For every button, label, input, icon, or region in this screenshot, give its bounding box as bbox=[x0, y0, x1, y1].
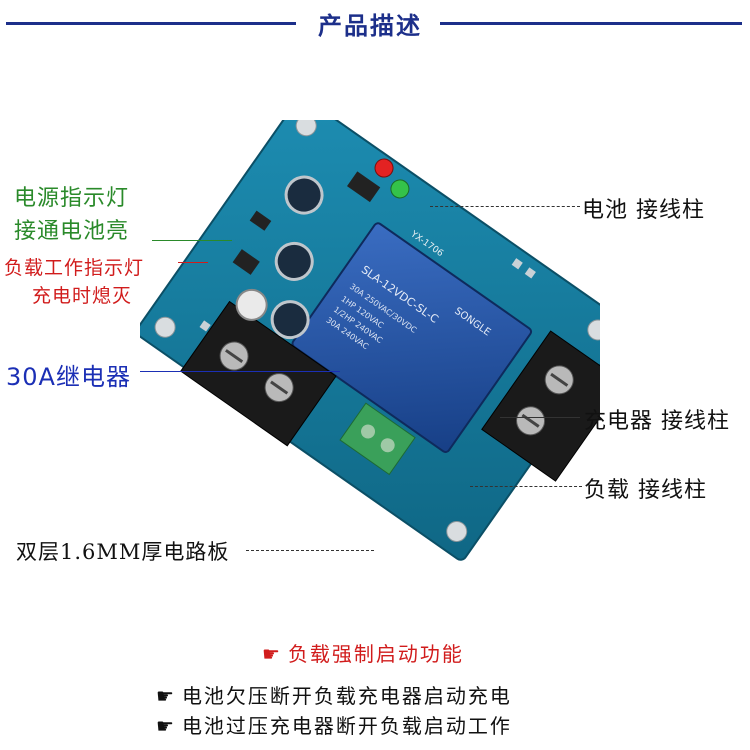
power-led bbox=[390, 179, 410, 199]
charger-terminal-label: 充电器 接线柱 bbox=[584, 409, 730, 434]
board-label: 双层1.6MM厚电路板 bbox=[16, 540, 230, 564]
power-indicator-label-2: 接通电池亮 bbox=[14, 219, 130, 244]
pcb-photo: SLA-12VDC-SL-C SONGLE 30A 250VAC/30VDC 1… bbox=[140, 120, 600, 561]
feature-item-2-text: 电池过压充电器断开负载启动工作 bbox=[181, 714, 512, 738]
feature-forced-start-text: 负载强制启动功能 bbox=[287, 642, 464, 666]
load-terminal-label: 负载 接线柱 bbox=[584, 478, 707, 503]
relay-leader bbox=[140, 371, 340, 372]
load-terminal-block bbox=[180, 300, 337, 447]
load-indicator-leader bbox=[178, 262, 208, 263]
power-indicator-leader bbox=[152, 240, 232, 241]
page-title: 产品描述 bbox=[318, 12, 422, 40]
hand-pointer-icon: ☛ bbox=[156, 714, 176, 738]
load-led bbox=[374, 158, 394, 178]
relay: SLA-12VDC-SL-C SONGLE 30A 250VAC/30VDC 1… bbox=[291, 222, 533, 453]
board-leader bbox=[246, 550, 374, 551]
header-rule-left bbox=[6, 22, 296, 25]
feature-item-2: ☛电池过压充电器断开负载启动工作 bbox=[156, 710, 512, 739]
feature-item-1-text: 电池欠压断开负载充电器启动充电 bbox=[181, 684, 512, 708]
power-indicator-label-1: 电源指示灯 bbox=[14, 186, 130, 211]
battery-terminal-label: 电池 接线柱 bbox=[582, 198, 705, 223]
capacitors bbox=[235, 175, 324, 340]
battery-terminal-block bbox=[481, 330, 600, 482]
feature-item-1: ☛电池欠压断开负载充电器启动充电 bbox=[156, 680, 512, 709]
load-indicator-label-2: 充电时熄灭 bbox=[32, 285, 133, 307]
header-rule-right bbox=[440, 22, 742, 25]
load-terminal-leader bbox=[470, 486, 582, 487]
hand-pointer-icon: ☛ bbox=[156, 684, 176, 708]
relay-label: 30A继电器 bbox=[6, 363, 131, 391]
feature-forced-start: ☛负载强制启动功能 bbox=[262, 638, 464, 667]
charger-terminal-block bbox=[339, 402, 416, 476]
battery-terminal-leader bbox=[430, 206, 580, 207]
charger-terminal-leader bbox=[500, 417, 580, 418]
hand-pointer-icon: ☛ bbox=[262, 642, 282, 666]
load-indicator-label-1: 负载工作指示灯 bbox=[4, 257, 145, 279]
